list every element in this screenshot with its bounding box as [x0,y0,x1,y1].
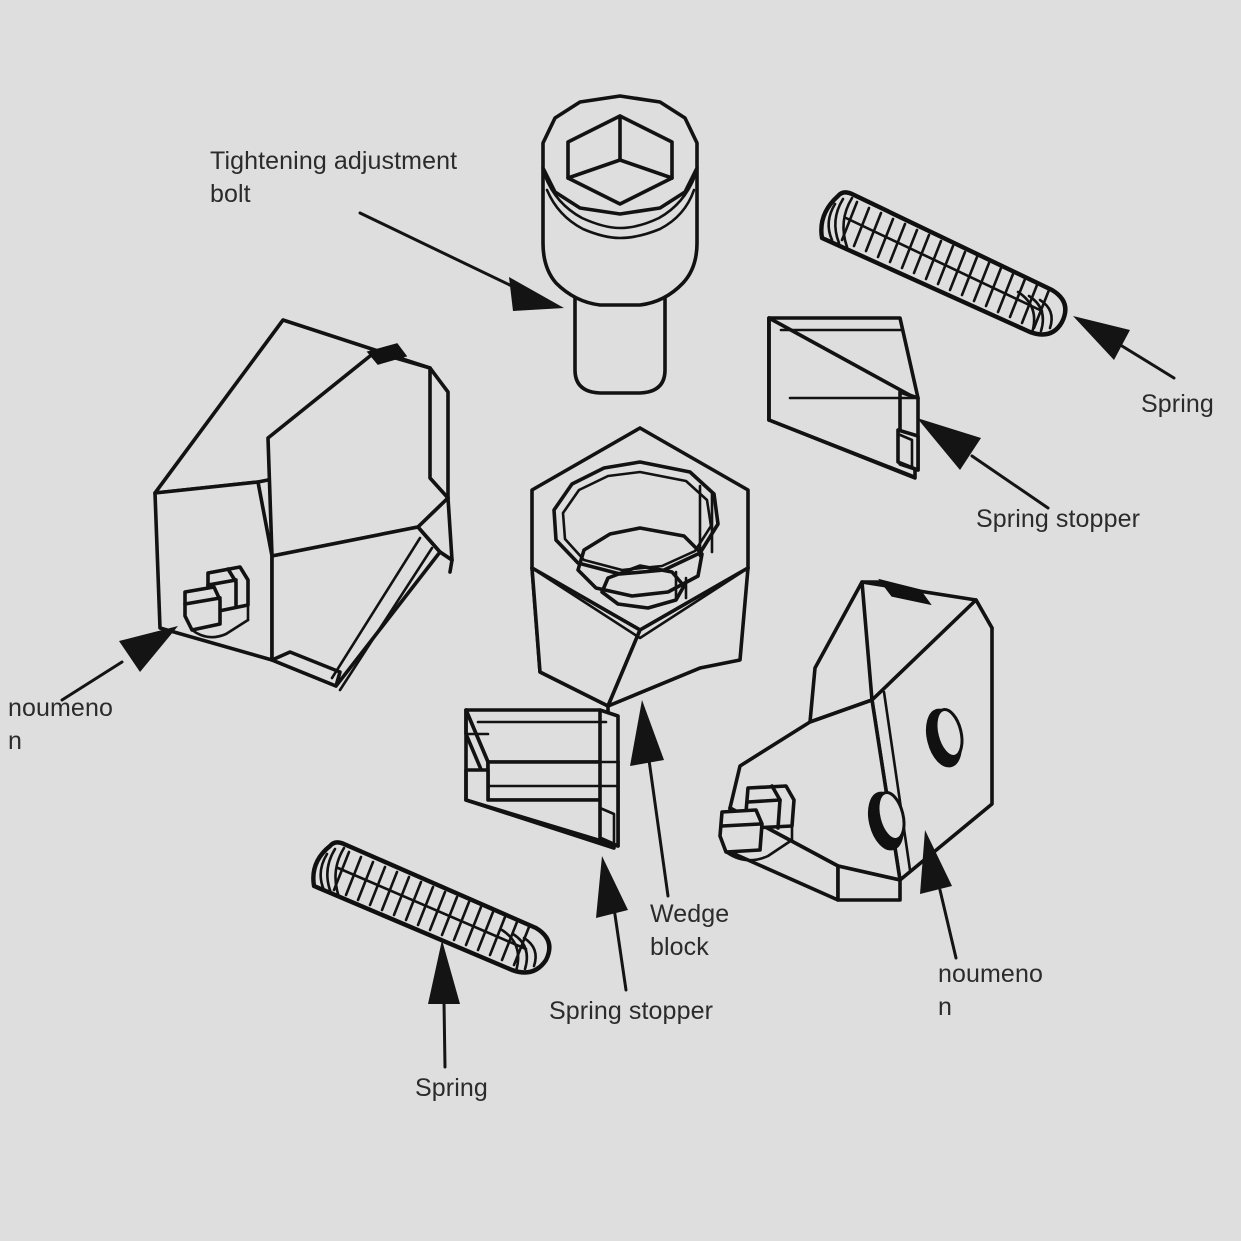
callout-noumenon-left [60,626,178,702]
part-wedge-block [530,426,750,718]
part-tightening-adjustment-bolt [541,94,699,395]
part-spring-stopper-bottom [464,708,620,850]
detail-pin-boss-left [183,565,250,639]
label-spring-stopper-top-right: Spring stopper [976,505,1140,533]
label-noumenon-left: noumeno n [8,694,113,755]
callout-spring-bottom [428,940,460,1069]
detail-pin-boss-right [718,784,796,862]
part-spring-top-right [819,190,1068,337]
label-spring-stopper-bottom: Spring stopper [549,997,713,1025]
part-noumenon-right [718,578,994,902]
label-spring-bottom: Spring [415,1074,488,1102]
label-wedge-block: Wedge block [650,900,730,961]
callout-noumenon-right [920,830,958,960]
part-noumenon-left [153,318,454,692]
callout-spring-top-right [1073,316,1176,380]
part-spring-bottom [311,840,552,975]
callout-spring-stopper-top-right [917,418,1050,510]
callout-tightening-bolt [358,211,564,311]
callout-wedge-block [630,700,670,898]
label-tightening-adjustment-bolt: Tightening adjustment bolt [210,147,458,208]
part-spring-stopper-top-right [767,316,920,480]
label-noumenon-right: noumeno n [938,960,1043,1021]
callout-spring-stopper-bottom [596,856,628,992]
label-spring-top-right: Spring [1141,390,1214,418]
